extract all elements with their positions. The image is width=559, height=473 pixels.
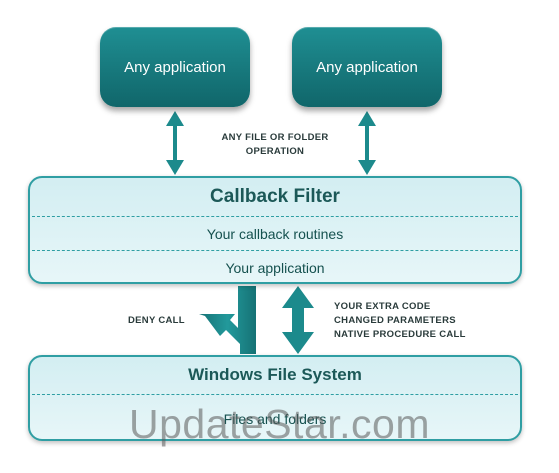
extra-double-arrow-icon (282, 286, 314, 354)
windows-file-system-panel: Windows File System Files and folders (28, 355, 522, 441)
double-arrow-left-icon (166, 111, 184, 175)
app-label: Any application (124, 58, 226, 76)
windows-file-system-title: Windows File System (188, 365, 362, 384)
app-label: Any application (316, 58, 418, 76)
callback-routines-row: Your callback routines (206, 226, 344, 242)
any-application-box-1: Any application (100, 27, 250, 107)
deny-arrow-icon (199, 286, 256, 354)
operation-note: ANY FILE OR FOLDER OPERATION (221, 132, 329, 157)
any-application-box-2: Any application (292, 27, 442, 107)
divider (32, 216, 518, 217)
extra-notes: YOUR EXTRA CODE CHANGED PARAMETERS NATIV… (334, 300, 466, 342)
callback-filter-title: Callback Filter (210, 186, 340, 207)
divider (32, 394, 518, 395)
extra-note-line: YOUR EXTRA CODE (334, 301, 431, 312)
extra-note-line: CHANGED PARAMETERS (334, 315, 456, 326)
callback-filter-panel: Callback Filter Your callback routines Y… (28, 176, 522, 284)
double-arrow-right-icon (358, 111, 376, 175)
deny-call-note: DENY CALL (128, 315, 185, 326)
divider (32, 250, 518, 251)
your-application-row: Your application (225, 260, 325, 276)
files-and-folders-row: Files and folders (223, 411, 327, 427)
extra-note-line: NATIVE PROCEDURE CALL (334, 329, 466, 340)
